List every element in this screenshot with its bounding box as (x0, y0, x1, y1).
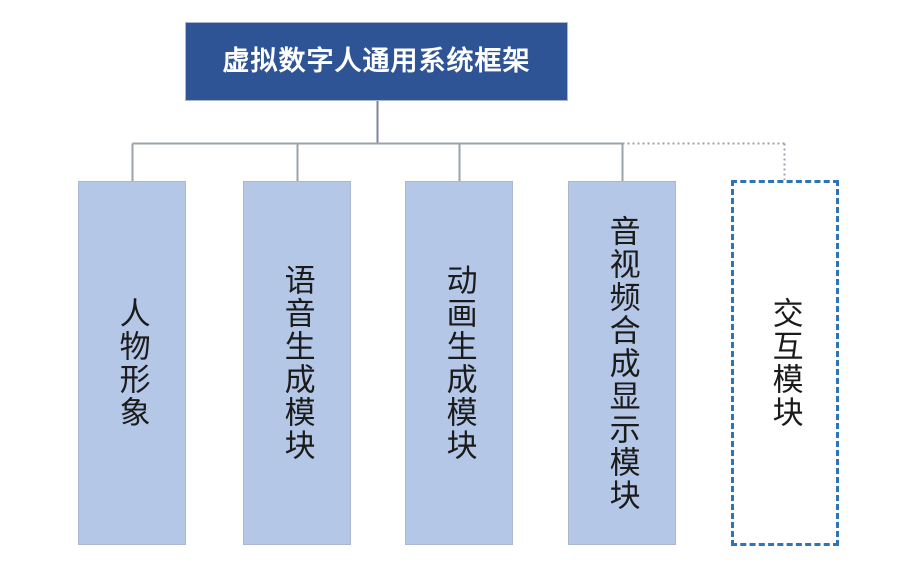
module-node-label: 交互模块 (767, 297, 803, 429)
module-node-speech-generation[interactable]: 语音生成模块 (243, 181, 351, 545)
module-node-label: 人物形象 (114, 297, 150, 429)
module-node-animation-generation[interactable]: 动画生成模块 (405, 181, 513, 545)
module-node-character-image[interactable]: 人物形象 (78, 181, 186, 545)
root-node-virtual-human-framework[interactable]: 虚拟数字人通用系统框架 (185, 22, 568, 101)
module-node-av-synthesis-display[interactable]: 音视频合成显示模块 (568, 181, 676, 545)
module-node-interaction[interactable]: 交互模块 (731, 180, 839, 546)
module-node-label: 动画生成模块 (441, 264, 477, 462)
module-node-label: 语音生成模块 (279, 264, 315, 462)
module-node-label: 音视频合成显示模块 (604, 214, 640, 512)
root-node-label: 虚拟数字人通用系统框架 (222, 46, 531, 76)
